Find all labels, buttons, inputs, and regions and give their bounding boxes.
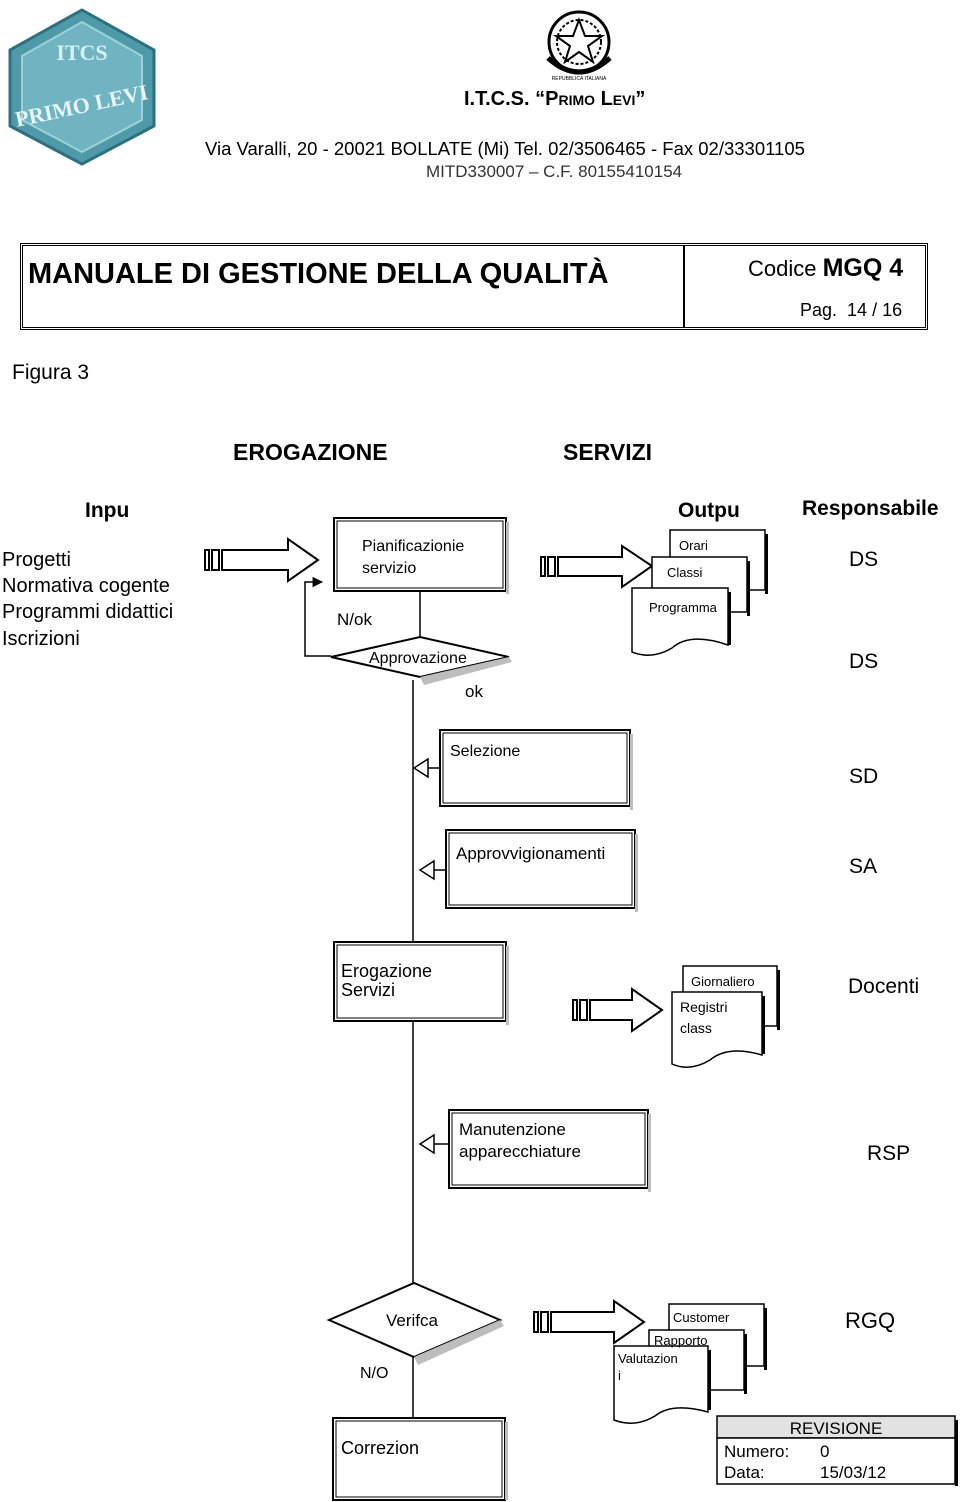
decision-approvazione: Approvazione xyxy=(330,635,512,685)
svg-text:Registri: Registri xyxy=(680,999,727,1015)
process-pianificazione: Pianificazionie servizio xyxy=(333,517,509,594)
svg-text:Verifca: Verifca xyxy=(386,1311,439,1330)
svg-text:apparecchiature: apparecchiature xyxy=(459,1142,581,1161)
school-name-bold: Primo Levi xyxy=(545,88,636,110)
resp-ds-1: DS xyxy=(849,548,878,571)
svg-text:Selezione: Selezione xyxy=(450,743,520,760)
figure-label: Figura 3 xyxy=(12,361,90,384)
svg-text:i: i xyxy=(618,1368,621,1383)
svg-text:Programma: Programma xyxy=(649,600,718,615)
address-line: Via Varalli, 20 - 20021 BOLLATE (Mi) Tel… xyxy=(205,138,805,159)
revision-numero-value: 0 xyxy=(820,1442,829,1461)
svg-text:Customer: Customer xyxy=(673,1310,730,1325)
input-block-arrow xyxy=(204,537,320,583)
docs-registri: Giornaliero Registri class xyxy=(671,965,780,1068)
col-responsabile: Responsabile xyxy=(802,497,939,520)
revision-data-value: 15/03/12 xyxy=(820,1463,886,1482)
resp-sa: SA xyxy=(849,855,877,878)
label-nok: N/ok xyxy=(337,610,372,629)
svg-text:Valutazion: Valutazion xyxy=(618,1351,678,1366)
school-name: I.T.C.S. “Primo Levi” xyxy=(464,88,646,110)
process-correzioni: Correzion xyxy=(332,1417,508,1501)
svg-text:Classi: Classi xyxy=(667,565,703,580)
resp-rgq: RGQ xyxy=(845,1308,895,1333)
revision-title: REVISIONE xyxy=(790,1419,883,1438)
codice-label: Codice xyxy=(748,256,817,281)
svg-text:Correzion: Correzion xyxy=(341,1438,419,1458)
manual-title: MANUALE DI GESTIONE DELLA QUALITÀ xyxy=(28,258,609,290)
svg-text:ITCS: ITCS xyxy=(56,40,107,65)
svg-text:Orari: Orari xyxy=(679,538,708,553)
svg-text:Approvvigionamenti: Approvvigionamenti xyxy=(456,844,605,863)
svg-text:Approvazione: Approvazione xyxy=(369,650,467,667)
svg-text:REPUBBLICA ITALIANA: REPUBBLICA ITALIANA xyxy=(552,76,607,82)
svg-text:Pianificazionie: Pianificazionie xyxy=(362,538,464,555)
input-programmi: Programmi didattici xyxy=(2,601,173,623)
col-output: Outpu xyxy=(678,499,740,522)
svg-text:class: class xyxy=(680,1020,712,1036)
svg-text:Erogazione: Erogazione xyxy=(341,961,432,981)
heading-servizi: SERVIZI xyxy=(563,439,652,465)
republic-emblem: REPUBBLICA ITALIANA xyxy=(540,6,618,84)
svg-text:Giornaliero: Giornaliero xyxy=(691,974,755,989)
arrow-to-line-approvvigionamenti xyxy=(418,859,446,881)
revision-data-label: Data: xyxy=(724,1463,765,1482)
output-block-arrow-erogazione xyxy=(572,987,664,1033)
input-iscrizioni: Iscrizioni xyxy=(2,628,80,650)
arrow-to-line-manutenzione xyxy=(418,1133,449,1155)
school-logo: ITCS PRIMO LEVI xyxy=(8,8,156,166)
input-progetti: Progetti xyxy=(2,549,71,571)
resp-docenti: Docenti xyxy=(848,975,919,998)
process-selezione: Selezione xyxy=(439,729,633,810)
feedback-nok-arrow xyxy=(304,576,331,657)
output-block-arrow-verifica xyxy=(533,1299,646,1345)
label-no: N/O xyxy=(360,1365,388,1382)
svg-text:Servizi: Servizi xyxy=(341,980,395,1000)
resp-rsp: RSP xyxy=(867,1142,910,1165)
title-box xyxy=(20,243,928,330)
docs-orari-classi-programma: Orari Classi Programma xyxy=(631,529,768,656)
col-input: Inpu xyxy=(85,499,129,522)
svg-text:Rapporto: Rapporto xyxy=(654,1333,707,1348)
docs-verifica: Customer Rapporto Valutazion i xyxy=(613,1303,767,1424)
codes-line: MITD330007 – C.F. 80155410154 xyxy=(426,162,683,181)
resp-ds-2: DS xyxy=(849,650,878,673)
label-ok: ok xyxy=(465,682,483,701)
revision-numero-label: Numero: xyxy=(724,1442,789,1461)
process-approvvigionamenti: Approvvigionamenti xyxy=(445,829,638,912)
heading-erogazione: EROGAZIONE xyxy=(233,439,388,465)
output-block-arrow-1 xyxy=(540,544,654,589)
process-erogazione: Erogazione Servizi xyxy=(333,941,509,1025)
codice-value: MGQ 4 xyxy=(822,254,904,282)
decision-verifica: Verifca xyxy=(326,1281,504,1365)
revision-box: REVISIONE Numero: 0 Data: 15/03/12 xyxy=(716,1415,958,1486)
arrow-to-line-selezione xyxy=(412,757,440,779)
process-manutenzione: Manutenzione apparecchiature xyxy=(448,1109,651,1192)
codice: Codice MGQ 4 xyxy=(748,254,903,283)
input-normativa: Normativa cogente xyxy=(2,575,170,597)
svg-text:servizio: servizio xyxy=(362,560,416,577)
page-number: Pag. 14 / 16 xyxy=(800,300,903,320)
resp-sd: SD xyxy=(849,765,878,788)
svg-text:Manutenzione: Manutenzione xyxy=(459,1120,566,1139)
